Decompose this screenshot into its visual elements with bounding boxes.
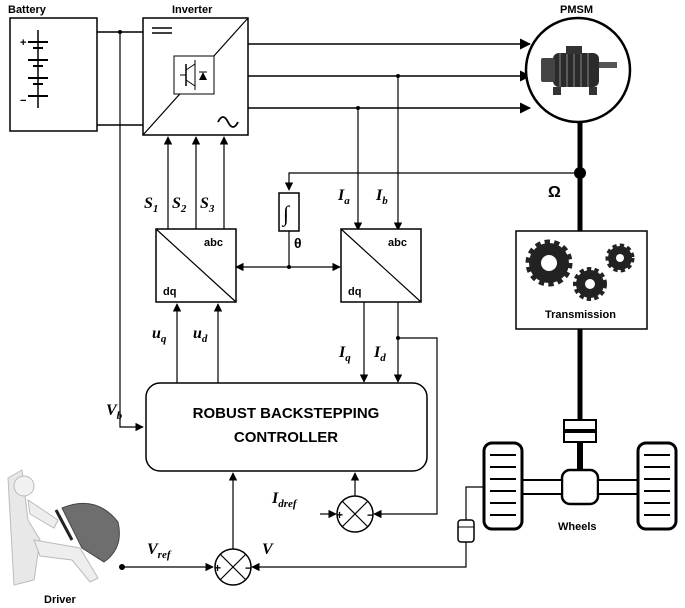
abc-to-dq-block: abc dq [340,228,422,303]
controller-title-line1: ROBUST BACKSTEPPING [193,405,380,422]
s3-label: S3 [200,195,215,215]
inverter-label: Inverter [172,4,213,16]
driver-label: Driver [44,594,77,606]
integrator-block: ∫ [278,192,300,232]
ib-label: Ib [375,187,388,207]
theta-label: θ [294,235,302,251]
ia-label: Ia [337,187,350,207]
id-summing-junction: + − [336,495,374,533]
gears-icon [525,239,635,301]
uq-label: uq [152,325,167,345]
left-wheel-icon [482,441,524,531]
integral-symbol: ∫ [281,201,291,227]
svg-text:+: + [336,508,343,522]
ud-label: ud [193,325,208,345]
battery-block: Battery + − [8,4,98,132]
transmission-block: Transmission [515,230,648,330]
wheels-label: Wheels [558,521,597,533]
svg-text:−: − [20,95,26,107]
abc-label: abc [204,237,223,249]
battery-label: Battery [8,4,47,16]
omega-label: Ω [548,184,561,201]
controller-block: ROBUST BACKSTEPPING CONTROLLER [145,382,428,472]
dq-label: dq [348,286,361,298]
ac-symbol-icon [217,116,239,128]
vb-label: Vb [106,402,123,422]
speed-sensor-icon [457,486,484,543]
svg-text:+: + [214,561,221,575]
idref-label: Idref [271,490,298,510]
svg-text:−: − [367,508,374,522]
battery-icon: + − [20,30,48,108]
pmsm-label: PMSM [560,4,593,16]
s1-label: S1 [144,195,158,215]
vref-label: Vref [147,541,172,561]
igbt-switch-icon [173,55,215,95]
dc-symbol-icon [152,27,172,34]
abc-label: abc [388,237,407,249]
speed-summing-junction: + − [214,548,252,586]
right-wheel-icon [636,441,678,531]
inverter-block: Inverter [142,4,249,136]
driver-illustration: Driver [7,469,125,606]
wheels-block: Wheels [482,419,678,533]
svg-text:+: + [20,37,26,49]
dq-label: dq [163,286,176,298]
pmsm-block: PMSM [524,4,632,124]
motor-icon [541,46,617,95]
id-label: Id [373,344,386,364]
svg-text:−: − [245,561,252,575]
transmission-label: Transmission [545,309,616,321]
s2-label: S2 [172,195,187,215]
v-label: V [262,541,274,558]
controller-title-line2: CONTROLLER [234,429,338,446]
dq-to-abc-block: abc dq [155,228,237,303]
iq-label: Iq [338,344,351,364]
